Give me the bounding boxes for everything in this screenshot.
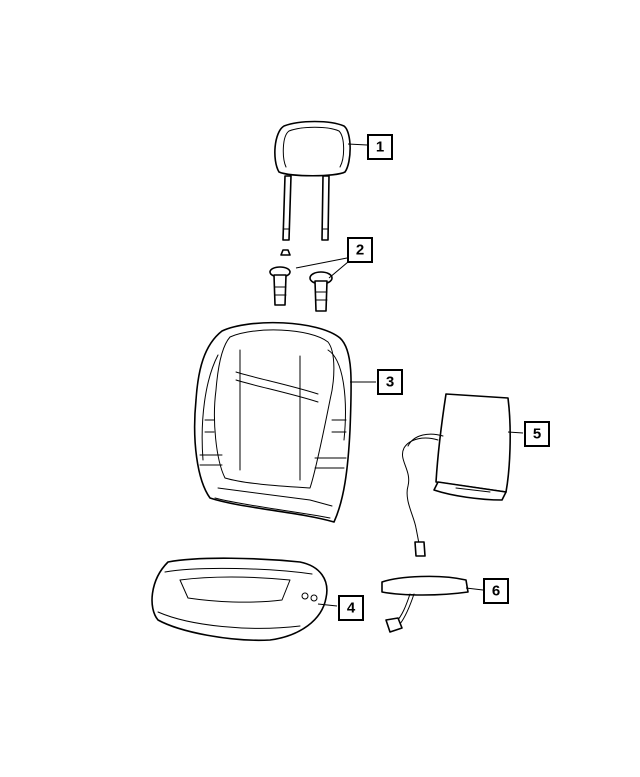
callout-label: 4	[347, 600, 356, 617]
callout-4[interactable]: 4	[338, 595, 364, 621]
leader-line-2b	[328, 261, 349, 279]
callout-label: 2	[356, 242, 364, 259]
callout-5[interactable]: 5	[524, 421, 550, 447]
headrest[interactable]	[274, 120, 351, 241]
callout-label: 1	[376, 139, 384, 156]
seat-back-heater-element[interactable]	[402, 393, 511, 557]
seat-cushion-heater-element[interactable]	[381, 575, 469, 633]
leader-line-2a	[295, 257, 348, 269]
callout-1[interactable]: 1	[367, 134, 393, 160]
seat-cushion-cover[interactable]	[151, 557, 328, 642]
callout-label: 5	[533, 426, 541, 443]
leader-line-5	[507, 431, 524, 434]
headrest-guide-sleeves[interactable]	[269, 249, 333, 312]
callout-label: 6	[492, 583, 500, 600]
leader-line-4	[317, 603, 338, 607]
leader-line-1	[347, 143, 368, 146]
leader-line-6	[465, 587, 484, 591]
callout-label: 3	[386, 374, 394, 391]
seat-back-cover[interactable]	[193, 321, 352, 523]
callout-2[interactable]: 2	[347, 237, 373, 263]
callout-3[interactable]: 3	[377, 369, 403, 395]
callout-6[interactable]: 6	[483, 578, 509, 604]
